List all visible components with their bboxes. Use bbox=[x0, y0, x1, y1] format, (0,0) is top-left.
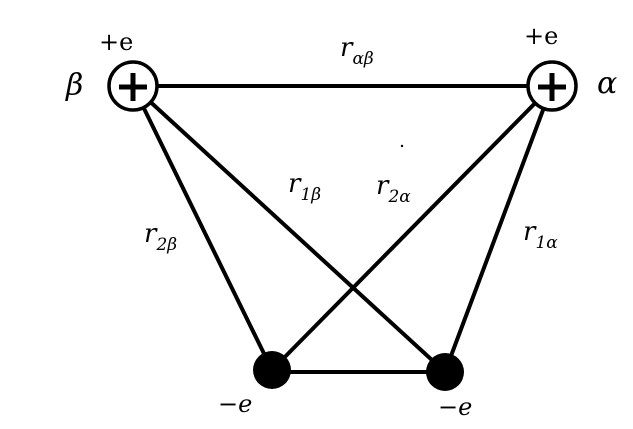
distance-r-2-alpha-sub: 2α bbox=[387, 187, 411, 207]
distance-r-2-beta-base: r bbox=[144, 219, 158, 249]
distance-label-r-alpha-beta: rαβ bbox=[340, 33, 374, 69]
electron-left bbox=[253, 351, 291, 389]
electron-right bbox=[426, 353, 464, 391]
line-alpha-electron-left bbox=[270, 84, 554, 372]
nucleus-label-alpha: α bbox=[597, 66, 617, 101]
distance-label-r-1-beta: r1β bbox=[288, 169, 321, 205]
distance-r-1-alpha-base: r bbox=[523, 217, 537, 247]
nucleus-beta bbox=[107, 60, 159, 112]
charge-label-beta: +e bbox=[99, 28, 133, 56]
line-beta-electron-right bbox=[131, 84, 447, 374]
distance-r-1-beta-sub: 1β bbox=[300, 185, 321, 205]
distance-r-1-beta-base: r bbox=[288, 169, 302, 199]
nucleus-label-beta: β bbox=[65, 68, 83, 103]
charge-label-electron-left: −e bbox=[218, 390, 252, 418]
distance-r-2-beta-sub: 2β bbox=[155, 235, 177, 255]
distance-r-alpha-beta-base: r bbox=[340, 33, 354, 63]
distance-r-1-alpha-sub: 1α bbox=[535, 233, 558, 253]
line-alpha-electron-right bbox=[443, 84, 554, 374]
distance-r-2-alpha-base: r bbox=[376, 171, 390, 201]
distance-label-r-2-beta: r2β bbox=[144, 219, 177, 255]
distance-r-alpha-beta-sub: αβ bbox=[352, 49, 373, 69]
line-beta-electron-left bbox=[131, 84, 274, 372]
distance-label-r-2-alpha: r2α bbox=[376, 171, 411, 207]
charge-label-alpha: +e bbox=[524, 22, 558, 50]
distance-label-r-1-alpha: r1α bbox=[523, 217, 558, 253]
charge-label-electron-right: −e bbox=[438, 393, 472, 421]
stray-dot bbox=[400, 144, 404, 148]
nucleus-alpha bbox=[526, 60, 578, 112]
